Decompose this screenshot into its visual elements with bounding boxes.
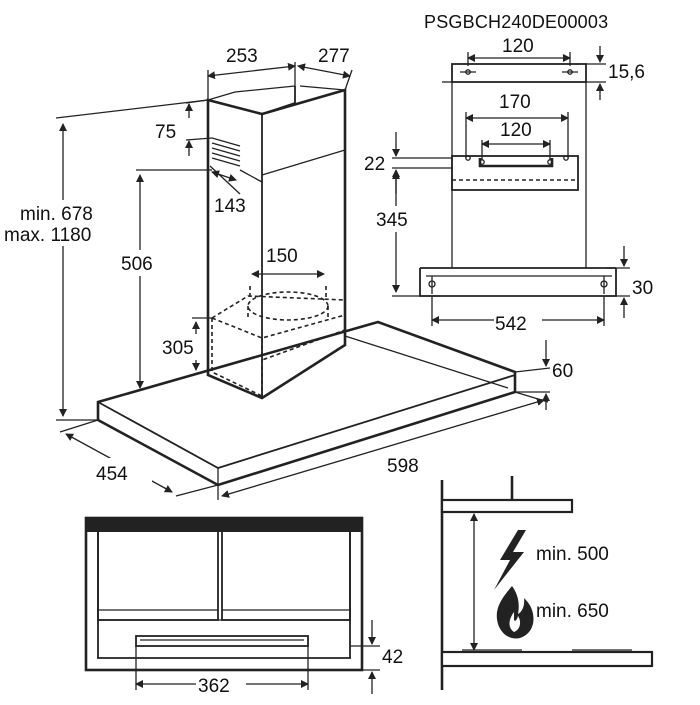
vent-slots: [211, 137, 241, 167]
dimension-label-chimney-lower: 506: [121, 254, 153, 275]
dimension-label-vent-offset: 75: [155, 122, 176, 143]
dimension-label-bracket-height: 345: [376, 210, 408, 231]
dimension-label-top-hole-spacing: 120: [502, 36, 534, 57]
bracket-view: PSGBCH240DE00003 120 15,6 170: [364, 12, 653, 335]
lightning-bolt-icon: [494, 530, 526, 590]
dimension-label-canopy-width: 598: [387, 456, 419, 477]
dimension-label-height-range-min: min. 678: [20, 204, 93, 225]
dimension-label-bracket-width: 170: [499, 92, 531, 113]
hood-main-view: 253 277 75 143 min. 67: [2, 46, 573, 500]
dimension-label-vent-height: 143: [214, 196, 246, 217]
clearance-view: min. 500 min. 650: [440, 476, 654, 690]
dimension-label-canopy-depth: 454: [96, 464, 128, 485]
dim-canopy-thickness: 60: [514, 340, 573, 410]
dimension-label-motor-height: 305: [162, 338, 194, 359]
dimension-label-chimney-depth: 277: [318, 46, 350, 67]
dimension-label-electric-min: min. 500: [536, 544, 609, 565]
dim-canopy-width: 598: [217, 391, 549, 500]
dim-vent-height: 143: [209, 165, 263, 217]
motor-box-hidden: [211, 286, 346, 397]
dim-chimney-depth: 277: [297, 46, 353, 91]
dimension-label-filter-width: 362: [198, 676, 230, 697]
dimension-label-bottom-hole-spacing: 542: [495, 314, 527, 335]
dimension-label-outlet-diameter: 150: [266, 246, 298, 267]
dimension-label-bracket-offset: 22: [364, 154, 385, 175]
dim-vent-offset: 75: [155, 99, 213, 156]
bottom-view: 362 42: [84, 516, 403, 698]
dimension-label-bracket-hole-spacing: 120: [500, 120, 532, 141]
dim-chimney-lower: 506: [118, 169, 212, 389]
dimension-label-filter-depth: 42: [382, 647, 403, 668]
dimension-label-height-range-max: max. 1180: [4, 225, 91, 246]
flame-icon: [496, 586, 534, 639]
dim-outlet-diameter: 150: [251, 246, 325, 278]
dimension-label-bottom-offset: 30: [632, 278, 653, 299]
dim-motor-height: 305: [160, 317, 212, 371]
dimension-label-canopy-thickness: 60: [552, 361, 573, 382]
dim-canopy-depth: 454: [59, 419, 219, 497]
dimension-label-top-offset: 15,6: [608, 62, 645, 83]
dim-total-height: min. 678 max. 1180: [2, 99, 209, 421]
dim-chimney-width: 253: [207, 46, 296, 100]
model-code: PSGBCH240DE00003: [424, 12, 608, 32]
dimension-label-chimney-width: 253: [226, 46, 258, 67]
dimension-label-gas-min: min. 650: [536, 601, 609, 622]
